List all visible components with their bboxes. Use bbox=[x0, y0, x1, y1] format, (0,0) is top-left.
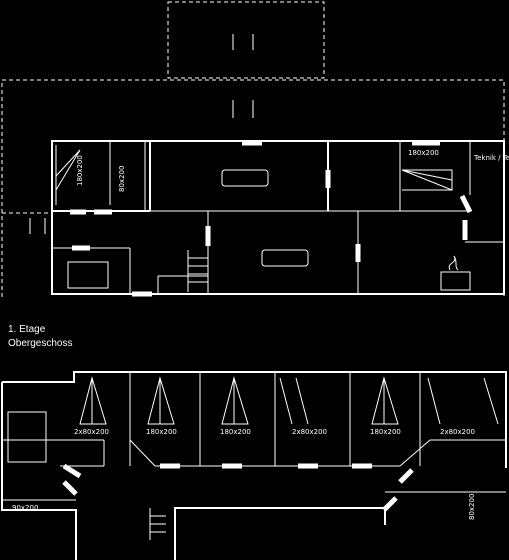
label-upper-bed-1: 2x80x200 bbox=[74, 428, 109, 436]
terrace-outline-top bbox=[167, 1, 325, 79]
upper-bathroom bbox=[7, 411, 47, 463]
bathroom-fixtures bbox=[67, 261, 109, 289]
stairs-ground bbox=[187, 250, 208, 292]
label-upper-bed-2: 180x200 bbox=[146, 428, 177, 436]
ground-floor-outline bbox=[51, 140, 505, 295]
floor-caption-line2: Obergeschoss bbox=[8, 338, 72, 349]
label-upper-bed-3: 180x200 bbox=[220, 428, 251, 436]
ground-bed-3 bbox=[401, 169, 453, 191]
stairs-upper bbox=[149, 508, 166, 540]
sofa-icon bbox=[221, 169, 269, 187]
label-utility: Teknik / Technik bbox=[473, 154, 509, 162]
sofa-icon-2 bbox=[261, 249, 309, 267]
label-bed-b: 80x200 bbox=[118, 166, 126, 192]
label-bed-c: 180x200 bbox=[408, 149, 439, 157]
label-upper-bed-7: 90x200 bbox=[12, 504, 38, 512]
label-upper-bed-4: 2x80x200 bbox=[292, 428, 327, 436]
label-upper-bed-8: 80x200 bbox=[468, 494, 476, 520]
upper-bed-1 bbox=[79, 376, 107, 425]
upper-floor-outline bbox=[1, 371, 507, 560]
floor-caption-line1: 1. Etage bbox=[8, 324, 46, 335]
stove-icon bbox=[440, 255, 471, 291]
label-bed-a: 180x200 bbox=[76, 155, 84, 186]
label-upper-bed-5: 180x200 bbox=[370, 428, 401, 436]
label-upper-bed-6: 2x80x200 bbox=[440, 428, 475, 436]
ground-bed-1 bbox=[55, 145, 81, 205]
